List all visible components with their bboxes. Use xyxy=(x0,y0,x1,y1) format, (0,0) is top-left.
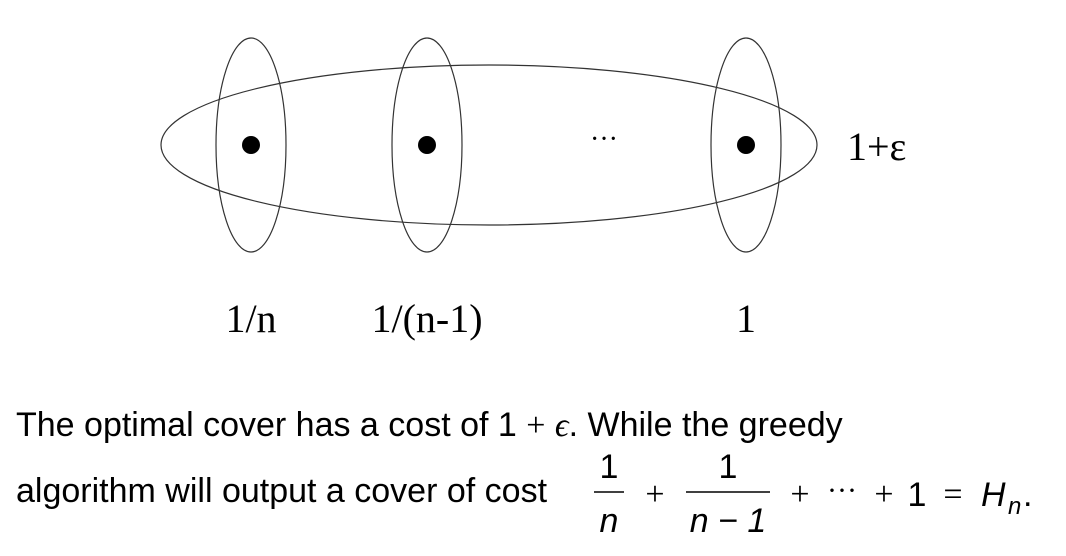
caption-line-1: The optimal cover has a cost of 1 + ϵ. W… xyxy=(16,406,843,445)
equals-sign: = xyxy=(943,476,962,513)
plus-1: + xyxy=(645,476,664,513)
fraction-1-numerator: 1 xyxy=(600,448,619,486)
harmonic-subscript-n: n xyxy=(1008,493,1021,520)
fraction-1-denominator: n xyxy=(600,502,619,540)
harmonic-sum-formula: 1 n + 1 n − 1 + ··· + 1 = H n . xyxy=(594,448,1032,540)
element-dot-2 xyxy=(418,136,436,154)
big-set-ellipse xyxy=(160,64,818,226)
fraction-2-denominator: n − 1 xyxy=(690,502,767,540)
small-set-ellipse-1 xyxy=(215,37,287,253)
caption-line-2-text: algorithm will output a cover of cost xyxy=(16,472,548,510)
caption-line-2: algorithm will output a cover of cost xyxy=(16,472,547,511)
caption-line-1-tail: . While the greedy xyxy=(568,406,843,444)
small-set-ellipse-2 xyxy=(391,37,463,253)
ellipsis-text: ··· xyxy=(590,124,618,155)
plus-3: + xyxy=(874,476,893,513)
small-set-ellipse-3 xyxy=(710,37,782,253)
set-cover-diagram: ··· 1+ε 1/n 1/(n-1) 1 xyxy=(160,37,906,341)
one-term: 1 xyxy=(908,476,927,514)
fraction-2-numerator: 1 xyxy=(719,448,738,486)
small-set-cost-label-1: 1/n xyxy=(225,296,276,341)
plus-2: + xyxy=(790,476,809,513)
harmonic-H: H xyxy=(981,476,1006,514)
element-dot-1 xyxy=(242,136,260,154)
center-dots: ··· xyxy=(827,474,857,507)
small-set-cost-label-2: 1/(n-1) xyxy=(371,296,482,341)
epsilon-symbol: ϵ xyxy=(554,407,569,444)
element-dot-3 xyxy=(737,136,755,154)
small-set-cost-label-3: 1 xyxy=(736,296,756,341)
caption-line-1-text: The optimal cover has a cost of 1 xyxy=(16,406,517,444)
final-period: . xyxy=(1023,476,1032,514)
plus-sign: + xyxy=(526,407,546,444)
big-set-cost-label: 1+ε xyxy=(847,124,906,169)
